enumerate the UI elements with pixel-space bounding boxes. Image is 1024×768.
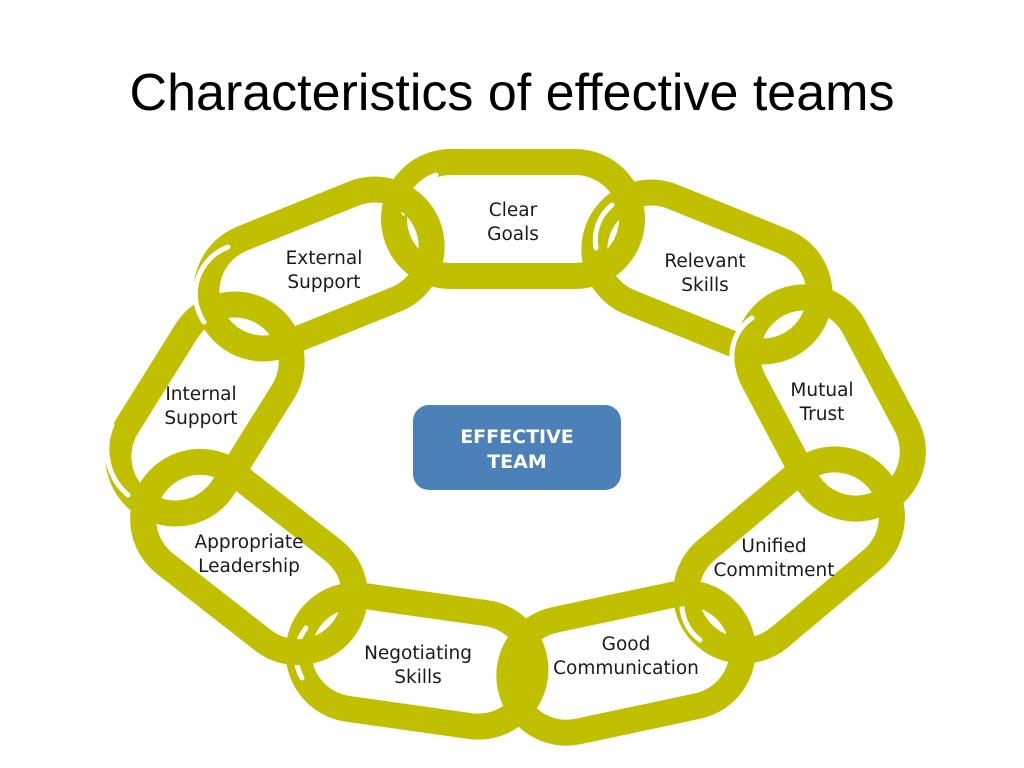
- link-label-line1: Mutual: [790, 380, 853, 401]
- link-label-line1: Good: [602, 634, 651, 655]
- link-label-line2: Skills: [681, 275, 729, 296]
- chain-link-good-communication: Good Communication: [496, 580, 756, 746]
- link-label-line1: Appropriate: [194, 532, 303, 553]
- chain-link-unified-commitment: Unified Commitment: [673, 446, 905, 664]
- link-label-line2: Goals: [487, 224, 539, 245]
- link-label-line2: Commitment: [713, 560, 834, 581]
- chain-link-relevant-skills: Relevant Skills: [581, 179, 833, 365]
- chain-link-appropriate-leadership: Appropriate Leadership: [130, 448, 368, 666]
- chain-link-internal-support: Internal Support: [104, 291, 305, 527]
- link-label-line1: Unified: [741, 536, 806, 557]
- link-label-line2: Support: [164, 408, 237, 429]
- link-label-line2: Support: [287, 272, 360, 293]
- link-label-line1: Internal: [165, 384, 236, 405]
- slide-title: Characteristics of effective teams: [129, 64, 895, 122]
- center-label-line1: EFFECTIVE: [460, 426, 574, 448]
- link-label-line1: Relevant: [664, 251, 745, 272]
- link-label-line2: Leadership: [198, 556, 300, 577]
- link-label-line1: Negotiating: [364, 643, 472, 664]
- center-label-line2: TEAM: [487, 451, 547, 473]
- link-label-line2: Trust: [799, 404, 845, 425]
- link-label-line2: Communication: [553, 658, 699, 679]
- center-box: EFFECTIVE TEAM: [413, 405, 621, 490]
- link-label-line2: Skills: [394, 667, 442, 688]
- link-label-line1: External: [286, 248, 363, 269]
- chain-link-external-support: External Support: [192, 176, 445, 362]
- link-label-line1: Clear: [489, 200, 538, 221]
